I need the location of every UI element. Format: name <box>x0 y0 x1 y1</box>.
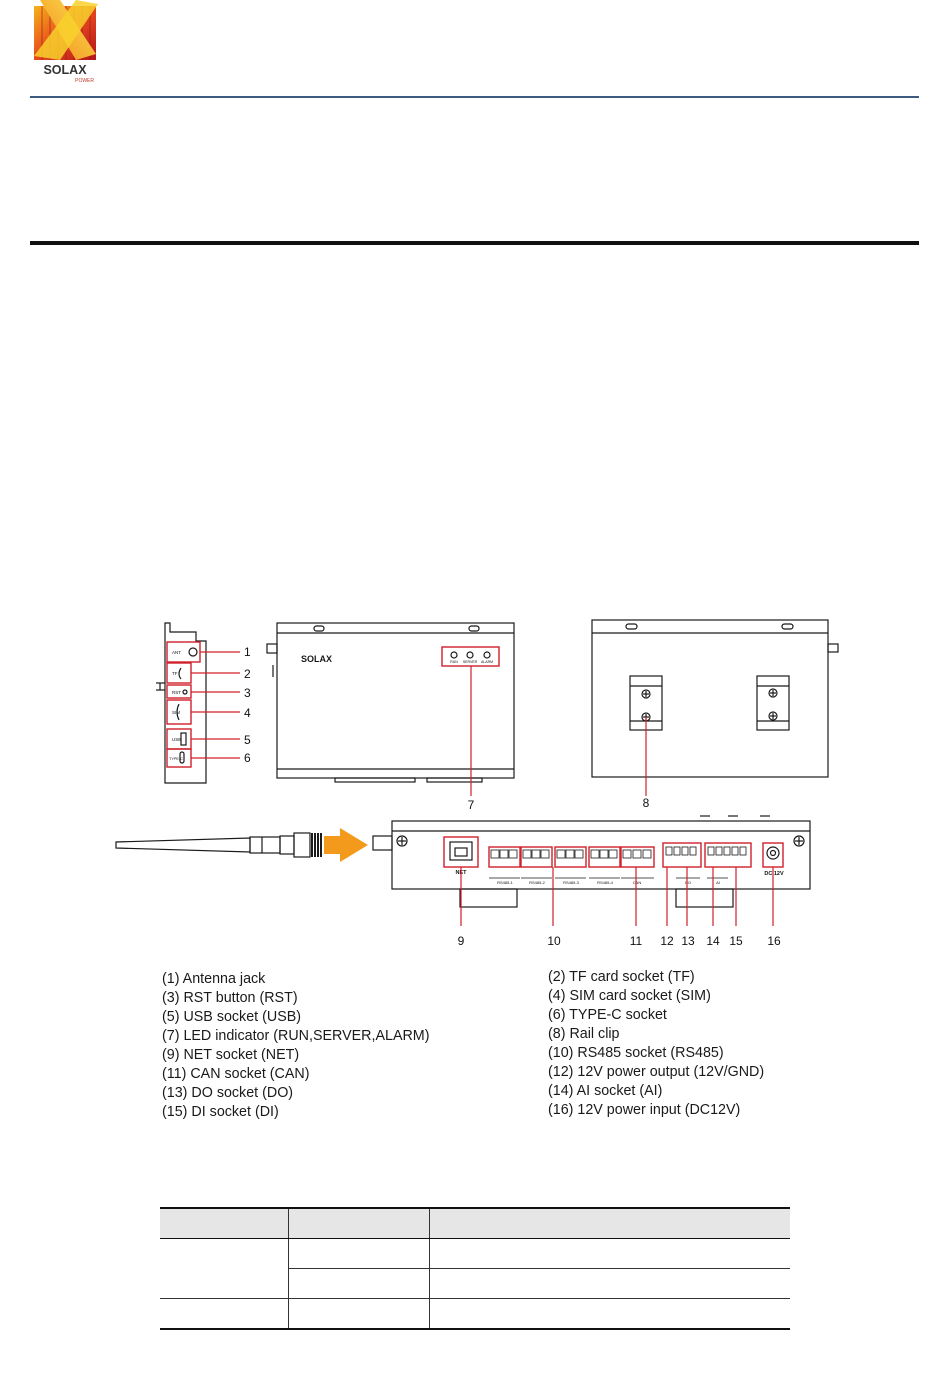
table-header-cell <box>428 1207 790 1239</box>
header-rule <box>30 96 919 98</box>
rs485-2-label: RS485-2 <box>529 880 546 885</box>
legend-item-7: (7) LED indicator (RUN,SERVER,ALARM) <box>162 1028 430 1044</box>
table-header-cell <box>160 1207 288 1239</box>
legend-item-16: (16) 12V power input (DC12V) <box>548 1102 741 1118</box>
callout-14: 14 <box>706 934 720 948</box>
table-row <box>160 1238 790 1299</box>
rs485-1-label: RS485-1 <box>497 880 514 885</box>
callout-12: 12 <box>660 934 674 948</box>
callout-2: 2 <box>244 667 251 681</box>
legend-item-10: (10) RS485 socket (RS485) <box>548 1045 724 1061</box>
callout-10: 10 <box>547 934 561 948</box>
table-cell <box>428 1298 790 1330</box>
arrow-icon <box>324 828 368 862</box>
callout-6: 6 <box>244 751 251 765</box>
led-labels: RUN SERVER ALARM <box>450 660 493 664</box>
antenna <box>115 828 368 862</box>
device-port-view: NET RS485-1 RS485-2 RS485-3 RS485-4 <box>372 815 811 926</box>
section-rule <box>30 241 919 245</box>
rs485-sockets: RS485-1 RS485-2 RS485-3 RS485-4 <box>488 846 621 885</box>
legend-item-9: (9) NET socket (NET) <box>162 1047 300 1063</box>
can-label: CAN <box>633 880 642 885</box>
do-label: DO <box>685 880 691 885</box>
callout-16: 16 <box>767 934 781 948</box>
callout-13: 13 <box>681 934 695 948</box>
legend-item-6: (6) TYPE-C socket <box>548 1007 667 1023</box>
table-row <box>160 1298 790 1330</box>
side-label-typec: TYPE-C <box>169 757 183 761</box>
legend-item-5: (5) USB socket (USB) <box>162 1009 302 1025</box>
ai-label: AI <box>716 880 720 885</box>
legend-item-12: (12) 12V power output (12V/GND) <box>548 1064 765 1080</box>
legend-item-11: (11) CAN socket (CAN) <box>162 1066 310 1082</box>
can-socket: CAN <box>620 846 655 885</box>
side-label-ant: ANT <box>172 650 181 655</box>
callout-3: 3 <box>244 686 251 700</box>
table-header-row <box>160 1207 790 1239</box>
device-side-view: ANT TF RST SIM USB TYPE-C <box>156 622 240 784</box>
logo-wordmark: SOLAX <box>43 63 87 77</box>
io-sockets: DO AI <box>662 842 752 885</box>
callout-11: 11 <box>630 934 643 948</box>
device-back-view <box>591 619 839 796</box>
legend-item-1: (1) Antenna jack <box>162 971 266 987</box>
callout-15: 15 <box>729 934 743 948</box>
front-brand: SOLAX <box>301 654 332 664</box>
table-cell <box>287 1238 429 1269</box>
led-label-server: SERVER <box>463 660 478 664</box>
table-header-cell <box>287 1207 429 1239</box>
callout-1: 1 <box>244 645 251 659</box>
device-front-view: SOLAX RUN SERVER ALARM <box>266 622 515 796</box>
callout-5: 5 <box>244 733 251 747</box>
rs485-3-label: RS485-3 <box>563 880 580 885</box>
callout-numbers: 1 2 3 4 5 6 7 8 9 10 11 12 13 14 15 16 <box>244 645 781 948</box>
side-port-labels: ANT TF RST SIM USB TYPE-C <box>169 650 183 761</box>
rs485-4-label: RS485-4 <box>597 880 614 885</box>
side-label-usb: USB <box>172 737 181 742</box>
table-cell <box>428 1268 790 1299</box>
callout-7: 7 <box>468 798 475 812</box>
legend-item-3: (3) RST button (RST) <box>162 990 298 1006</box>
legend-item-13: (13) DO socket (DO) <box>162 1085 294 1101</box>
table-cell <box>160 1238 288 1299</box>
callout-8: 8 <box>643 796 650 810</box>
side-label-rst: RST <box>172 690 181 695</box>
dc12v-label: DC 12V <box>764 871 784 877</box>
legend-item-15: (15) DI socket (DI) <box>162 1104 279 1120</box>
dc12v-socket: DC 12V <box>762 842 784 877</box>
legend-item-8: (8) Rail clip <box>548 1026 620 1042</box>
spec-table <box>160 1207 790 1330</box>
interface-legend: (1) Antenna jack (3) RST button (RST) (5… <box>0 968 950 1128</box>
logo-tagline: POWER <box>75 78 94 84</box>
legend-item-4: (4) SIM card socket (SIM) <box>548 988 711 1004</box>
table-row <box>160 1268 790 1299</box>
solax-logo: SOLAX POWER <box>34 0 98 84</box>
legend-right-column: (2) TF card socket (TF) (4) SIM card soc… <box>548 968 764 1120</box>
side-label-sim: SIM <box>172 710 180 715</box>
led-label-run: RUN <box>450 660 458 664</box>
device-interface-diagram: ANT TF RST SIM USB TYPE-C SOLAX <box>115 619 839 948</box>
legend-item-14: (14) AI socket (AI) <box>548 1083 663 1099</box>
legend-item-2: (2) TF card socket (TF) <box>548 969 695 985</box>
table-cell <box>287 1268 429 1299</box>
rail-clip-right <box>756 675 790 731</box>
led-label-alarm: ALARM <box>481 660 493 664</box>
callout-4: 4 <box>244 706 251 720</box>
legend-left-column: (1) Antenna jack (3) RST button (RST) (5… <box>162 970 429 1122</box>
table-cell <box>160 1298 288 1330</box>
side-label-tf: TF <box>172 671 178 676</box>
table-cell <box>287 1298 429 1330</box>
callout-9: 9 <box>458 934 465 948</box>
table-cell <box>428 1238 790 1269</box>
